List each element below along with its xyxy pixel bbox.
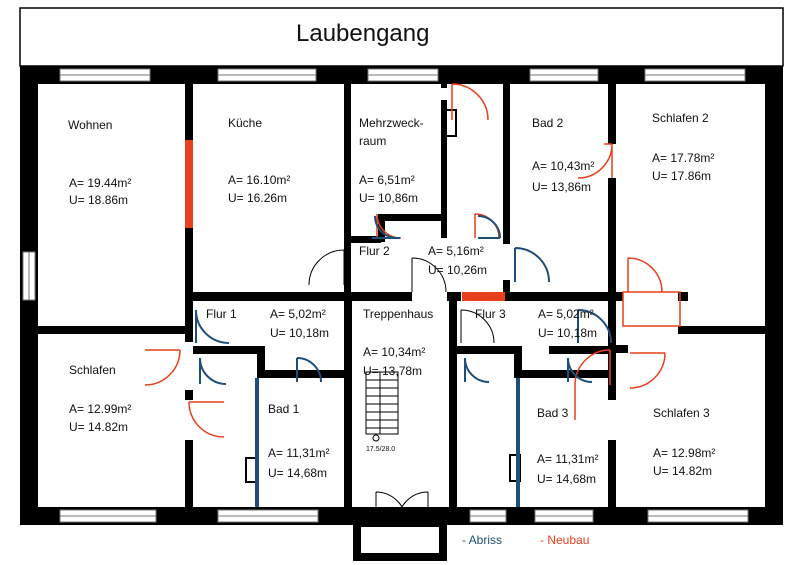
room-perimeter-schlafen2: U= 17.86m <box>652 169 712 183</box>
room-name-kueche: Küche <box>228 116 263 130</box>
room-area-flur1: A= 5,02m² <box>270 307 326 321</box>
room-name-bad2: Bad 2 <box>532 116 564 130</box>
room-area-wohnen: A= 19.44m² <box>69 176 132 190</box>
windows-top <box>59 68 746 82</box>
room-area-mehrzweck: A= 6,51m² <box>359 173 415 187</box>
abriss-walls <box>255 378 520 507</box>
room-area-bad3: A= 11,31m² <box>537 452 599 466</box>
room-perimeter-flur3: U= 10,18m <box>538 326 598 340</box>
room-name-schlafen3: Schlafen 3 <box>653 406 710 420</box>
legend-neubau: - Neubau <box>540 533 590 547</box>
window-left <box>22 251 36 301</box>
stair-note: 17.5/28.0 <box>366 446 396 453</box>
room-name-bad1: Bad 1 <box>268 402 300 416</box>
staircase <box>365 371 399 442</box>
walkway-outline <box>19 7 784 67</box>
room-perimeter-schlafen3: U= 14.82m <box>653 464 713 478</box>
room-name-treppenhaus: Treppenhaus <box>363 307 434 321</box>
room-area-bad2: A= 10,43m² <box>532 159 595 173</box>
room-name-schlafen: Schlafen <box>69 363 116 377</box>
legend-abriss: - Abriss <box>462 533 503 547</box>
room-name-wohnen: Wohnen <box>68 118 113 132</box>
room-area-flur2: A= 5,16m² <box>428 244 484 258</box>
room-perimeter-bad1: U= 14,68m <box>268 466 328 480</box>
neubau-elements <box>185 140 505 301</box>
room-name-schlafen2: Schlafen 2 <box>652 111 709 125</box>
room-perimeter-treppenhaus: U= 13,78m <box>363 364 423 378</box>
room-area-schlafen2: A= 17.78m² <box>652 151 715 165</box>
room-perimeter-flur1: U= 10,18m <box>270 326 330 340</box>
room-area-flur3: A= 5,02m² <box>538 307 594 321</box>
room-area-bad1: A= 11,31m² <box>268 446 330 460</box>
abriss-doors <box>195 215 612 385</box>
room-name-flur3: Flur 3 <box>475 307 506 321</box>
room-perimeter-wohnen: U= 18.86m <box>69 193 129 207</box>
room-perimeter-schlafen: U= 14.82m <box>69 420 129 434</box>
room-perimeter-kueche: U= 16.26m <box>228 191 288 205</box>
room-perimeter-bad3: U= 14,68m <box>537 472 597 486</box>
windows-bottom <box>59 509 749 523</box>
room-perimeter-flur2: U= 10,26m <box>428 263 488 277</box>
room-area-treppenhaus: A= 10,34m² <box>363 345 426 359</box>
room-area-kueche: A= 16.10m² <box>228 173 291 187</box>
room-name-bad3: Bad 3 <box>537 406 569 420</box>
room-area-schlafen: A= 12.99m² <box>69 402 132 416</box>
room-perimeter-bad2: U= 13,86m <box>532 180 592 194</box>
walkway-title: Laubengang <box>296 20 430 47</box>
room-name-flur1: Flur 1 <box>206 307 237 321</box>
room-area-schlafen3: A= 12.98m² <box>653 446 716 460</box>
room-perimeter-mehrzweck: U= 10,86m <box>359 191 419 205</box>
room-name-mehrzweck-line1: Mehrzweck- <box>359 116 424 130</box>
room-name-mehrzweck-line2: raum <box>359 134 387 148</box>
room-name-flur2: Flur 2 <box>359 244 390 258</box>
existing-doors <box>308 249 495 523</box>
